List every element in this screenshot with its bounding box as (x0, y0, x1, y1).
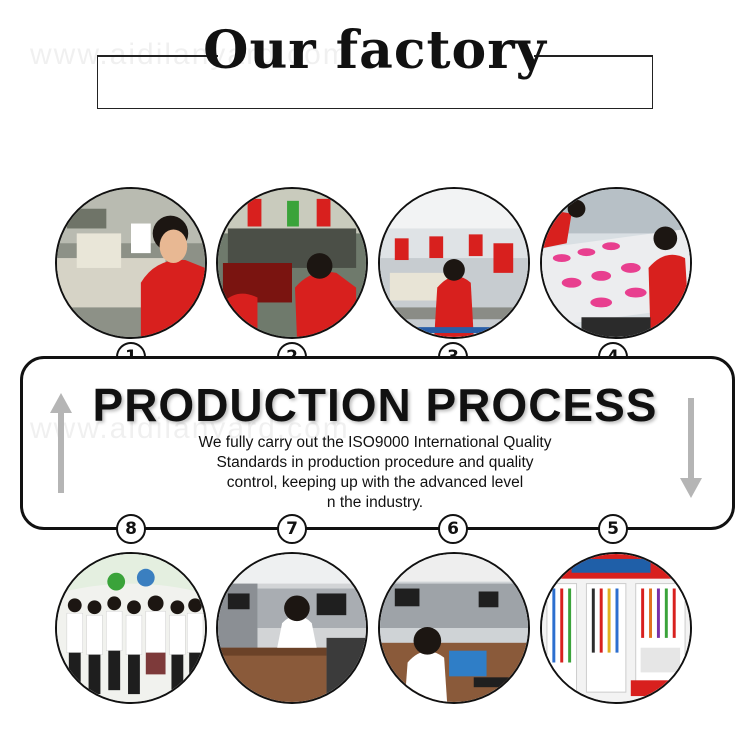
step-photo-2 (216, 187, 368, 339)
arrow-down-icon (680, 398, 702, 498)
description-line: n the industry. (326, 494, 424, 511)
step-number-8: 8 (116, 514, 146, 544)
step-photo-6 (378, 552, 530, 704)
description-line: control, keeping up with the advanced le… (226, 474, 524, 491)
title-frame (97, 55, 653, 109)
step-photo-4 (540, 187, 692, 339)
office-worker-photo (380, 554, 528, 702)
process-panel (20, 356, 735, 530)
inspection-table-photo (542, 189, 690, 337)
step-photo-7 (216, 552, 368, 704)
process-description: We fully carry out the ISO9000 Internati… (150, 433, 600, 513)
step-photo-5 (540, 552, 692, 704)
assembly-workers-photo (218, 189, 366, 337)
step-number-5: 5 (598, 514, 628, 544)
sewing-workstation-photo (57, 189, 205, 337)
step-photo-3 (378, 187, 530, 339)
office-desk-photo (218, 554, 366, 702)
description-line: We fully carry out the ISO9000 Internati… (198, 434, 552, 451)
step-number-6: 6 (438, 514, 468, 544)
showroom-display-photo (542, 554, 690, 702)
page-title: Our factory (203, 20, 547, 81)
step-photo-8 (55, 552, 207, 704)
team-photo (57, 554, 205, 702)
process-heading: PRODUCTION PROCESS (92, 379, 658, 431)
sewing-line-photo (380, 189, 528, 337)
step-photo-1 (55, 187, 207, 339)
description-line: Standards in production procedure and qu… (216, 454, 534, 471)
arrow-up-icon (50, 393, 72, 493)
step-number-7: 7 (277, 514, 307, 544)
watermark-top: www.aidilanyard.com (30, 38, 350, 71)
watermark-middle: www.aidilanyard.com (30, 412, 350, 445)
